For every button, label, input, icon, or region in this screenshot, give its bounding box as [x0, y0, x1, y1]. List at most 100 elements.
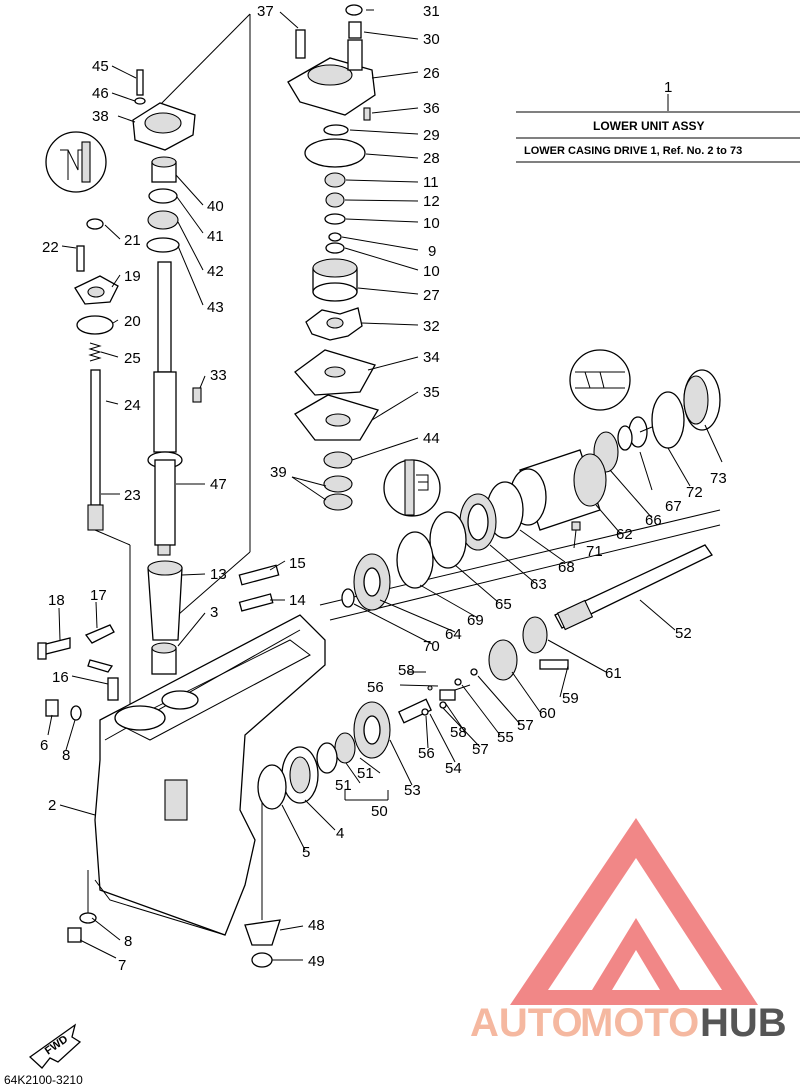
callout-8a: 8: [62, 747, 70, 764]
shift-rod-joint-19: [74, 245, 119, 305]
callout-5: 5: [302, 844, 310, 861]
impeller-32: [305, 307, 363, 341]
gasket-35: [294, 394, 379, 441]
propeller-shaft-52: [554, 544, 713, 631]
callout-3: 3: [210, 604, 218, 621]
bearings-51: [316, 732, 356, 774]
callout-38: 38: [92, 108, 109, 125]
callout-64: 64: [445, 626, 462, 643]
callout-39: 39: [270, 464, 287, 481]
callout-46: 46: [92, 85, 109, 102]
callout-54: 54: [445, 760, 462, 777]
callout-57b: 57: [472, 741, 489, 758]
callout-20: 20: [124, 313, 141, 330]
bolt-16: [107, 677, 119, 701]
watermark-text-hub: HUB: [700, 1001, 787, 1045]
oring-28: [304, 138, 366, 168]
assembly-title: LOWER UNIT ASSY: [593, 119, 705, 133]
callout-30: 30: [423, 31, 440, 48]
spring-61: [522, 616, 548, 654]
callout-35: 35: [423, 384, 440, 401]
watermark-text-auto: AUTO: [470, 1001, 583, 1045]
callout-51b: 51: [335, 777, 352, 794]
callout-48: 48: [308, 917, 325, 934]
shim-69: [396, 531, 434, 589]
plug-6: [45, 699, 59, 717]
callout-10b: 10: [423, 263, 440, 280]
callout-50: 50: [371, 803, 388, 820]
circlip-70: [341, 588, 355, 608]
callout-19: 19: [124, 268, 141, 285]
washer-9: [328, 232, 342, 242]
callout-18: 18: [48, 592, 65, 609]
lower-casing: [94, 614, 326, 936]
callout-36: 36: [423, 100, 440, 117]
seal-44: [323, 451, 353, 469]
forward-gear-53: [353, 701, 391, 759]
callout-58b: 58: [450, 724, 467, 741]
callout-63: 63: [530, 576, 547, 593]
watermark-text-moto: MOTO: [580, 1001, 699, 1045]
callout-23: 23: [124, 487, 141, 504]
callout-43: 43: [207, 299, 224, 316]
callout-56a: 56: [367, 679, 384, 696]
shim-5: [257, 764, 287, 810]
callout-33: 33: [210, 367, 227, 384]
insert-cartridge-27: [312, 258, 358, 302]
callout-56b: 56: [418, 745, 435, 762]
nut-49: [251, 952, 273, 968]
callout-58a: 58: [398, 662, 415, 679]
callout-73: 73: [710, 470, 727, 487]
callout-28: 28: [423, 150, 440, 167]
callout-40: 40: [207, 198, 224, 215]
plunger-parts-53-58: [398, 668, 478, 724]
dog-clutch-60: [488, 639, 518, 681]
grommet-21: [86, 218, 104, 230]
sleeve-13: [147, 560, 183, 641]
callout-59: 59: [562, 690, 579, 707]
callout-24: 24: [124, 397, 141, 414]
drive-shaft-47: [147, 261, 183, 556]
spring-25: [88, 342, 102, 362]
tube-30: [348, 21, 362, 39]
washer-10b: [325, 242, 345, 254]
key-14: [238, 593, 274, 612]
oring-20: [76, 315, 114, 335]
callout-66: 66: [645, 512, 662, 529]
callout-4: 4: [336, 825, 344, 842]
pinion-48: [244, 919, 281, 946]
callout-32: 32: [423, 318, 440, 335]
callout-53: 53: [404, 782, 421, 799]
bearing-4: [281, 746, 319, 804]
callout-49: 49: [308, 953, 325, 970]
callout-15: 15: [289, 555, 306, 572]
title-block: [516, 94, 800, 163]
seals-39: [323, 475, 353, 511]
seal-12: [325, 192, 345, 208]
callout-65: 65: [495, 596, 512, 613]
callout-7: 7: [118, 957, 126, 974]
outer-plate-34: [294, 349, 376, 396]
callout-14: 14: [289, 592, 306, 609]
callout-62: 62: [616, 526, 633, 543]
grease-icon: [45, 131, 107, 193]
callout-12: 12: [423, 193, 440, 210]
bearing-40: [151, 156, 177, 183]
sealant-icon: [383, 459, 441, 517]
callout-68: 68: [558, 559, 575, 576]
callout-60: 60: [539, 705, 556, 722]
callout-42: 42: [207, 263, 224, 280]
callout-10a: 10: [423, 215, 440, 232]
washer-10a: [324, 213, 346, 225]
watermark-logo: [510, 818, 758, 1005]
callout-47: 47: [210, 476, 227, 493]
seal-11: [324, 172, 346, 188]
callout-69: 69: [467, 612, 484, 629]
callout-17: 17: [90, 587, 107, 604]
callout-9: 9: [428, 243, 436, 260]
grommet-31: [345, 4, 363, 16]
callout-26: 26: [423, 65, 440, 82]
callout-34: 34: [423, 349, 440, 366]
callout-22: 22: [42, 239, 59, 256]
